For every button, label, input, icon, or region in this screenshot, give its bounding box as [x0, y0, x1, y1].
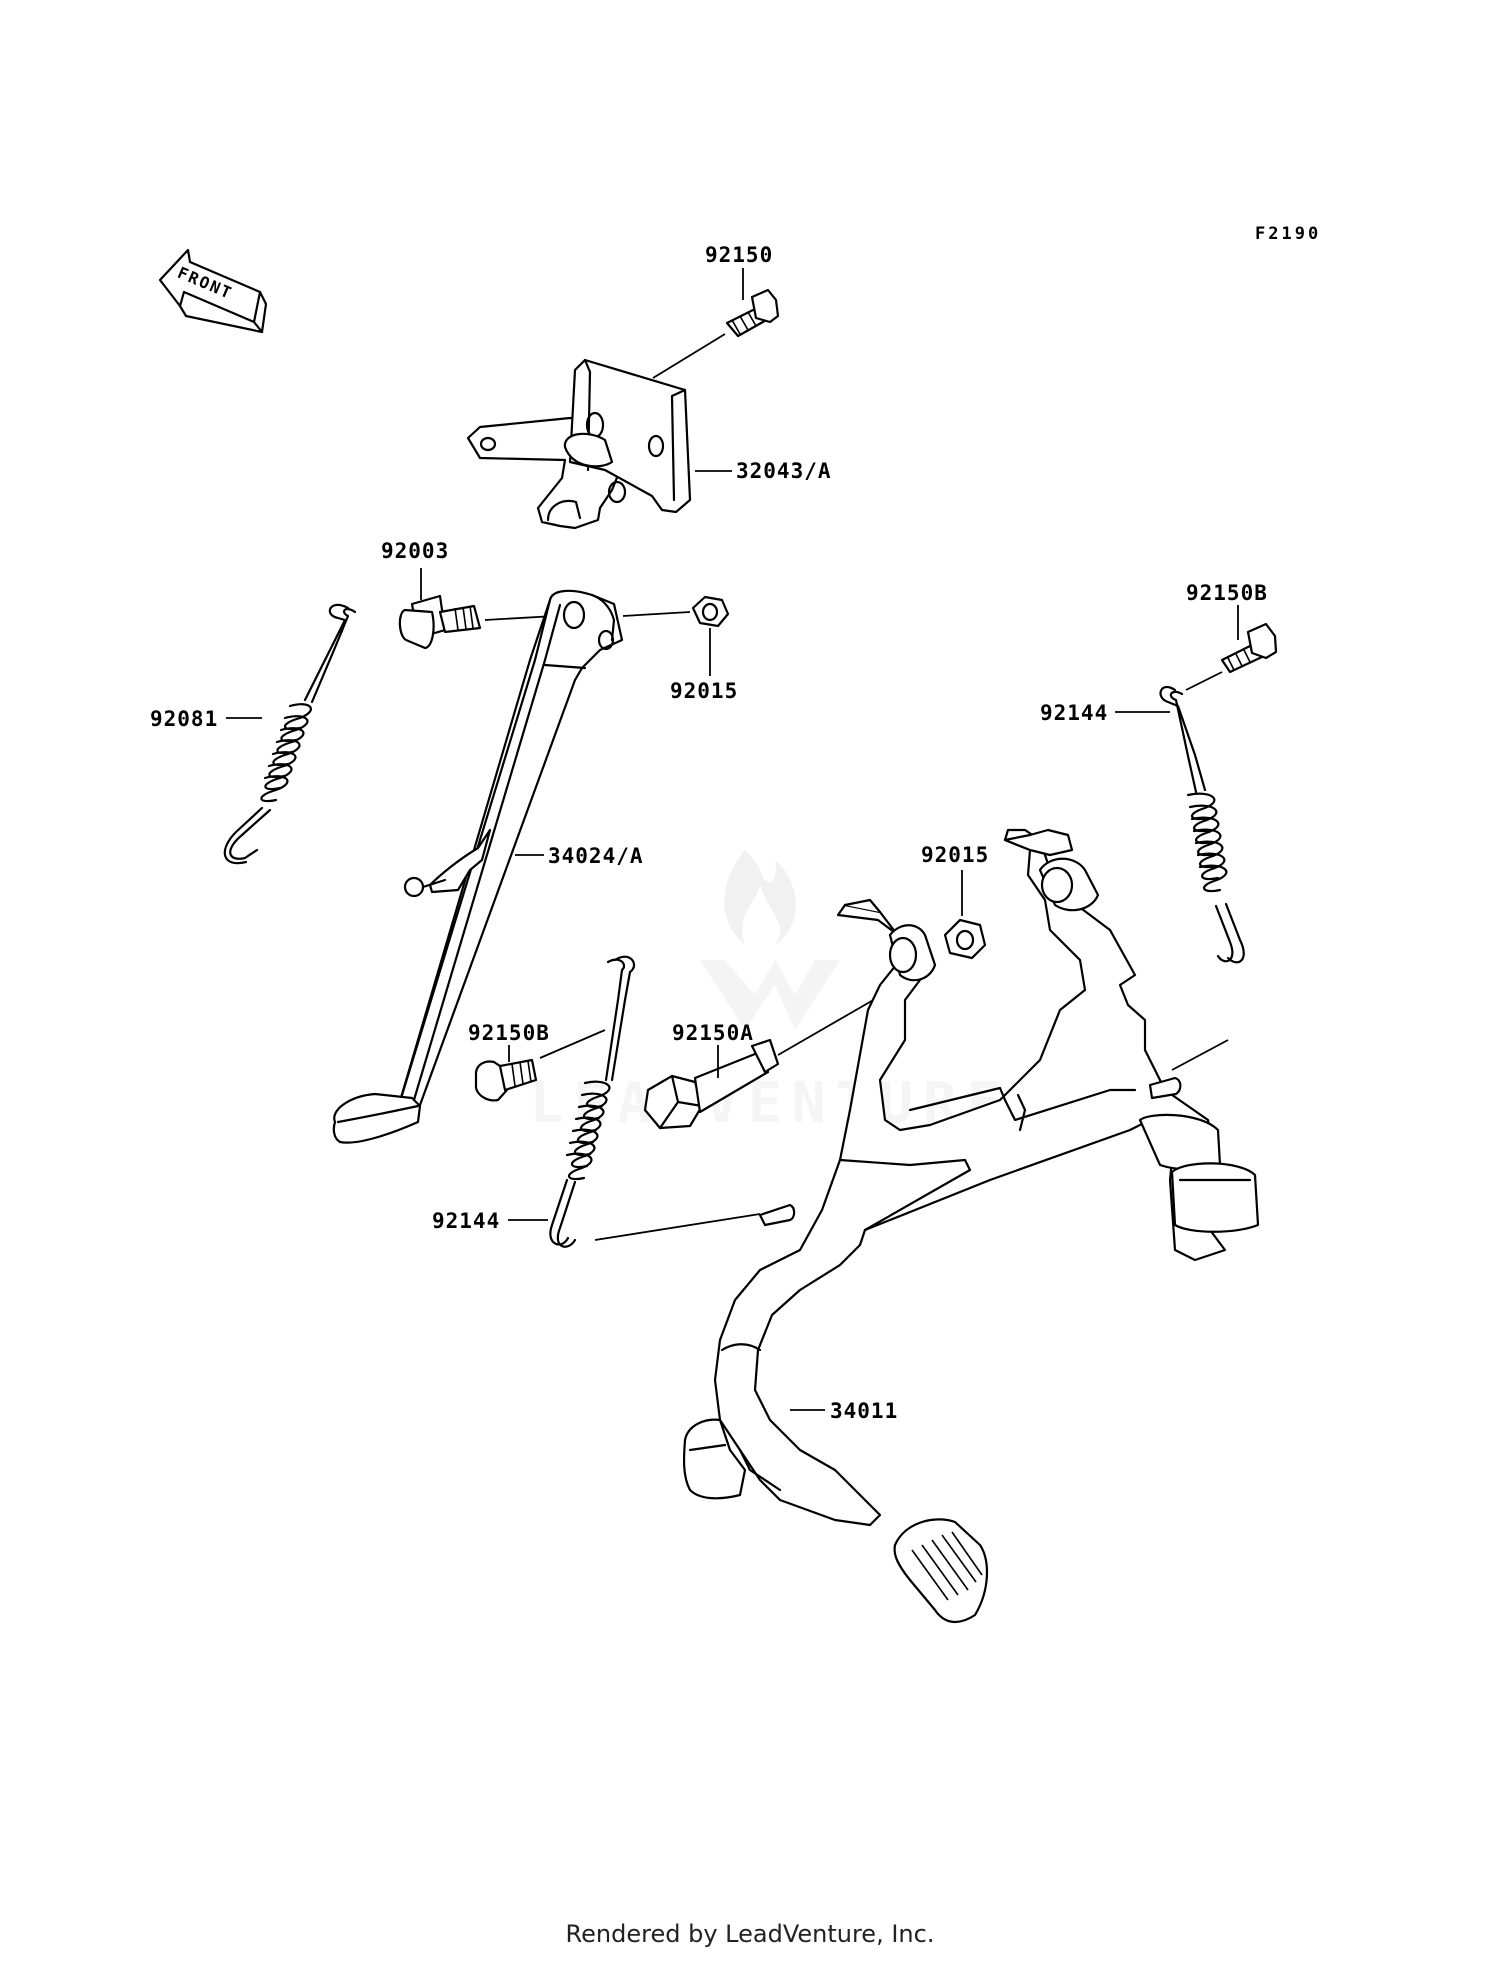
side-stand-34024-icon: [332, 589, 624, 1144]
bolt-92150B-right-icon: [1220, 622, 1278, 674]
label-92150B-right: 92150B: [1186, 581, 1268, 605]
bolt-92150A-icon: [643, 1038, 780, 1130]
label-32043A: 32043/A: [736, 459, 832, 483]
label-92015-upper: 92015: [670, 679, 738, 703]
spring-92081-coils: [260, 703, 312, 803]
figure-code: F2190: [1255, 224, 1321, 244]
spring-92144-left-icon: [549, 955, 636, 1248]
label-92144-left: 92144: [432, 1209, 500, 1233]
bolt-92150B-left-icon: [474, 1058, 538, 1102]
watermark: LEADVENTURE: [530, 850, 1011, 1136]
spring-92144-right-icon: [1159, 685, 1245, 964]
label-92150B-left: 92150B: [468, 1021, 550, 1045]
bolt-92003-icon: [398, 594, 482, 650]
footer-credit: Rendered by LeadVenture, Inc.: [566, 1920, 935, 1948]
label-92003: 92003: [381, 539, 449, 563]
label-92150A: 92150A: [672, 1021, 754, 1045]
label-34011: 34011: [830, 1399, 898, 1423]
spring-92081-icon: [223, 603, 357, 865]
spring-92144-left-coils: [565, 1080, 611, 1181]
bracket-32043-icon: [466, 358, 692, 530]
label-92144-right: 92144: [1040, 701, 1108, 725]
label-92150: 92150: [705, 243, 773, 267]
nut-92015-lower-icon: [943, 918, 987, 960]
nut-92015-upper-icon: [691, 595, 730, 628]
spring-92144-right-coils: [1186, 792, 1228, 893]
label-92015-lower: 92015: [921, 843, 989, 867]
front-arrow-icon: FRONT: [158, 248, 268, 334]
part-labels: 92150 32043/A 92003 92015 92081 34024/A …: [150, 243, 1268, 1423]
bolt-92150-icon: [725, 288, 780, 338]
label-92081: 92081: [150, 707, 218, 731]
watermark-text: LEADVENTURE: [530, 1071, 1011, 1136]
label-34024A: 34024/A: [548, 844, 644, 868]
main-stand-34011-icon: [682, 828, 1260, 1623]
